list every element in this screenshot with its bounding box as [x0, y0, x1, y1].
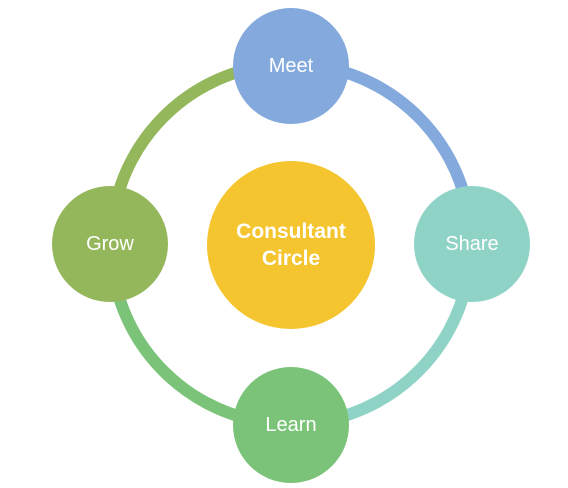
node-grow: Grow [52, 186, 168, 302]
node-meet: Meet [233, 8, 349, 124]
node-learn-label: Learn [265, 414, 317, 436]
node-meet-label: Meet [268, 55, 314, 77]
center-circle: Consultant Circle [207, 161, 375, 329]
arc-grow-meet [109, 62, 255, 208]
center-label: Consultant Circle [236, 219, 346, 270]
arc-meet-share [327, 62, 473, 208]
node-learn: Learn [233, 367, 349, 483]
node-grow-label: Grow [86, 233, 134, 255]
node-share: Share [414, 186, 530, 302]
node-share-label: Share [445, 233, 499, 255]
arc-learn-grow [109, 280, 255, 426]
arc-share-learn [327, 280, 473, 426]
